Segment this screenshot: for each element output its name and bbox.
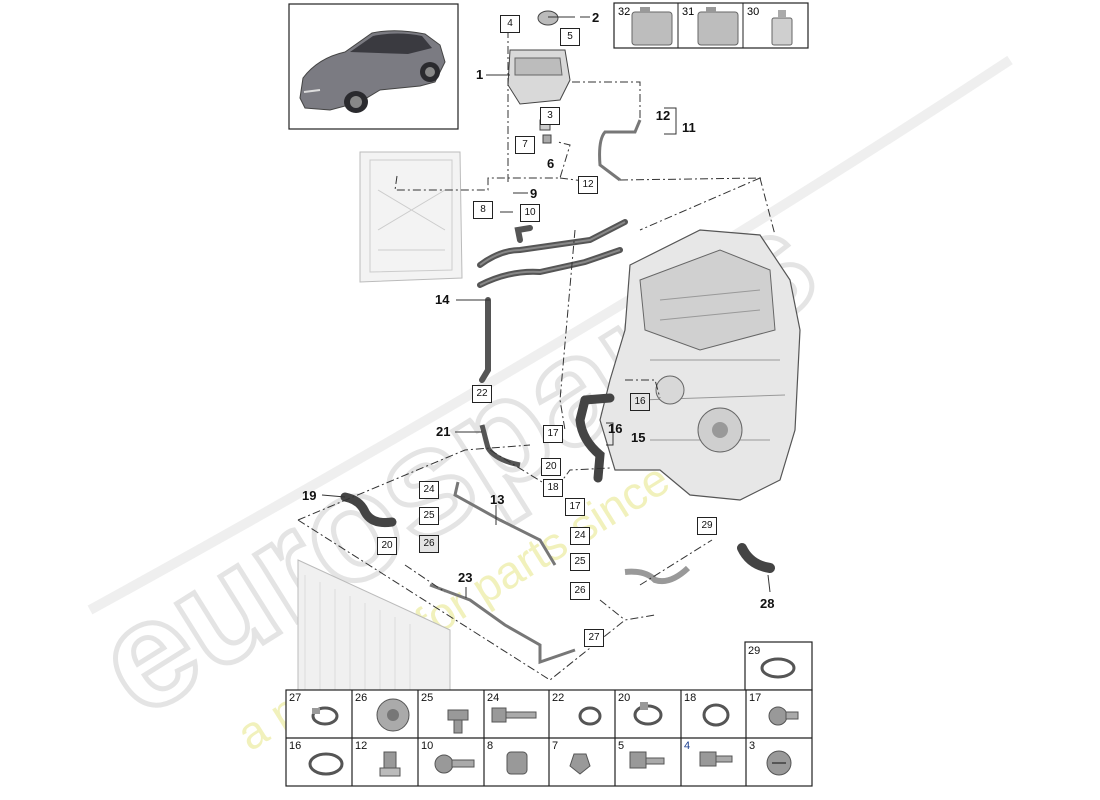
thumb-label-26: 26 [355,692,368,704]
bolt-icon [491,707,537,723]
thumb-label-4: 4 [684,740,691,752]
callout-9: 9 [530,186,538,201]
lower-engine-hose [575,395,605,483]
engine-block [599,229,801,501]
box-label-18: 18 [543,479,563,497]
thumb-label-24: 24 [487,692,500,704]
callout-14: 14 [435,292,450,307]
coolant-pipe-13 [453,481,557,566]
leader-lines [297,30,776,681]
hose-clamp-icon [633,702,663,726]
thumb-label-12: 12 [355,740,368,752]
thumb-label-3: 3 [749,740,756,752]
box-label-8: 8 [473,201,493,219]
thumb-label-20: 20 [618,692,631,704]
hose-28 [737,543,775,573]
callout-16: 16 [608,421,623,436]
thumb-icons-row1 [311,657,799,734]
callout-23: 23 [458,570,473,585]
fluid-label-30: 30 [747,6,759,18]
fluid-label-31: 31 [682,6,694,18]
radiator-shroud [359,151,463,283]
bolt-icon [768,706,799,726]
thumb-label-16: 16 [289,740,302,752]
thumb-label-22: 22 [552,692,565,704]
callout-28: 28 [760,596,775,611]
thumb-label-17: 17 [749,692,762,704]
box-label-24-left: 24 [419,481,439,499]
callout-13: 13 [490,492,505,507]
box-label-7: 7 [515,136,535,154]
box-label-17-upper: 17 [543,425,563,443]
hose-clamp-icon [702,703,730,727]
box-label-12: 12 [578,176,598,194]
bolt-icon [434,754,475,774]
thumb-label-8: 8 [487,740,494,752]
box-label-24-right: 24 [570,527,590,545]
callout-21: 21 [436,424,451,439]
box-label-27: 27 [584,629,604,647]
hose-clamp-icon [308,752,344,776]
box-label-26-left: 26 [419,535,439,553]
box-label-10: 10 [520,204,540,222]
thumb-label-7: 7 [552,740,559,752]
bolt-icon [699,751,733,767]
callout-19: 19 [302,488,317,503]
radiator [297,559,451,691]
grommet-icon [376,698,410,732]
connector-icon [379,751,401,777]
callout-11: 11 [682,120,696,135]
callout-2: 2 [592,10,600,25]
bolt-icon [506,751,528,775]
box-label-20: 20 [541,458,561,476]
bolt-icon [447,709,469,734]
vehicle-thumbnail [288,3,459,130]
box-label-25-left: 25 [419,507,439,525]
callout-6: 6 [547,156,555,171]
box-label-4: 4 [500,15,520,33]
thumb-label-25: 25 [421,692,434,704]
thin-leader-lines [321,16,771,598]
callout-1: 1 [476,67,484,82]
hose-clamp-icon [578,706,602,726]
hose-clamp-icon [760,657,796,679]
jerrycan-icon [631,7,673,46]
thumb-label-18: 18 [684,692,697,704]
thumb-label-29: 29 [748,645,761,657]
hose-19 [340,492,397,527]
box-label-26-right: 26 [570,582,590,600]
box-label-17-lower: 17 [565,498,585,516]
plug-icon [766,750,792,776]
box-label-16: 16 [630,393,650,411]
jerrycan-icon [697,7,739,46]
box-label-3: 3 [540,107,560,125]
fluid-label-32: 32 [618,6,630,18]
box-label-22: 22 [472,385,492,403]
thumb-icons-row2 [308,750,792,777]
thumb-label-10: 10 [421,740,434,752]
box-label-29: 29 [697,517,717,535]
coolant-pipe-23 [429,583,576,665]
box-label-20-left: 20 [377,537,397,555]
box-label-12-right: 12 [655,108,671,123]
hose-clamp-icon [311,706,339,726]
box-label-5: 5 [560,28,580,46]
fluids-panel: 32 31 30 [613,2,809,49]
vent-hose [598,119,642,182]
bolt-icon [569,753,591,775]
box-label-25-right: 25 [570,553,590,571]
callout-15: 15 [631,430,646,445]
thumb-label-27: 27 [289,692,302,704]
suv-vehicle-icon [299,30,446,113]
hose-27-section [624,565,691,585]
bottle-icon [771,10,793,46]
thumb-label-5: 5 [618,740,625,752]
bolt-icon [629,751,665,769]
